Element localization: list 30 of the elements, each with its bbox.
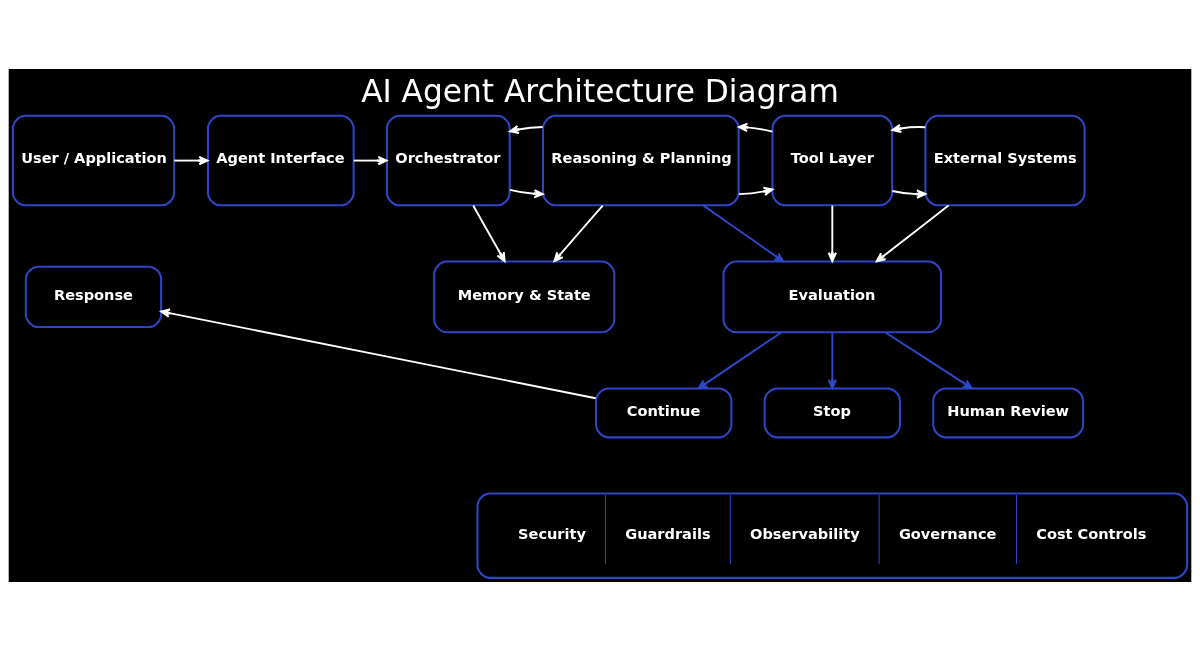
arrow [875,204,950,262]
arrow [702,203,785,262]
arrow [737,186,774,196]
arrow [884,331,973,389]
node-box: Agent Interface [206,114,355,206]
arrow [891,123,927,133]
node-box: Stop [763,386,901,438]
node-box: Orchestrator [385,114,511,206]
arrow [827,204,837,262]
arrow [553,204,604,262]
node-box: User / Application [11,114,176,206]
node-box: Response [24,265,163,328]
arrow [509,188,544,198]
arrow [352,155,388,165]
node-box: Human Review [932,386,1085,438]
arrow [827,331,837,389]
node-box: Reasoning & Planning [542,114,740,206]
arrow [160,307,597,399]
arrow [737,122,774,133]
node-box: Continue [595,386,733,438]
arrow [697,331,783,389]
arrow [891,188,927,199]
node-box: Tool Layer [771,114,894,206]
node-box: Evaluation [722,259,943,333]
diagram-title: AI Agent Architecture Diagram [361,72,839,109]
node-box: Memory & State [433,259,616,333]
arrow [509,124,544,134]
arrow [472,204,506,262]
arrow [173,155,209,165]
node-box: External Systems [924,114,1086,206]
